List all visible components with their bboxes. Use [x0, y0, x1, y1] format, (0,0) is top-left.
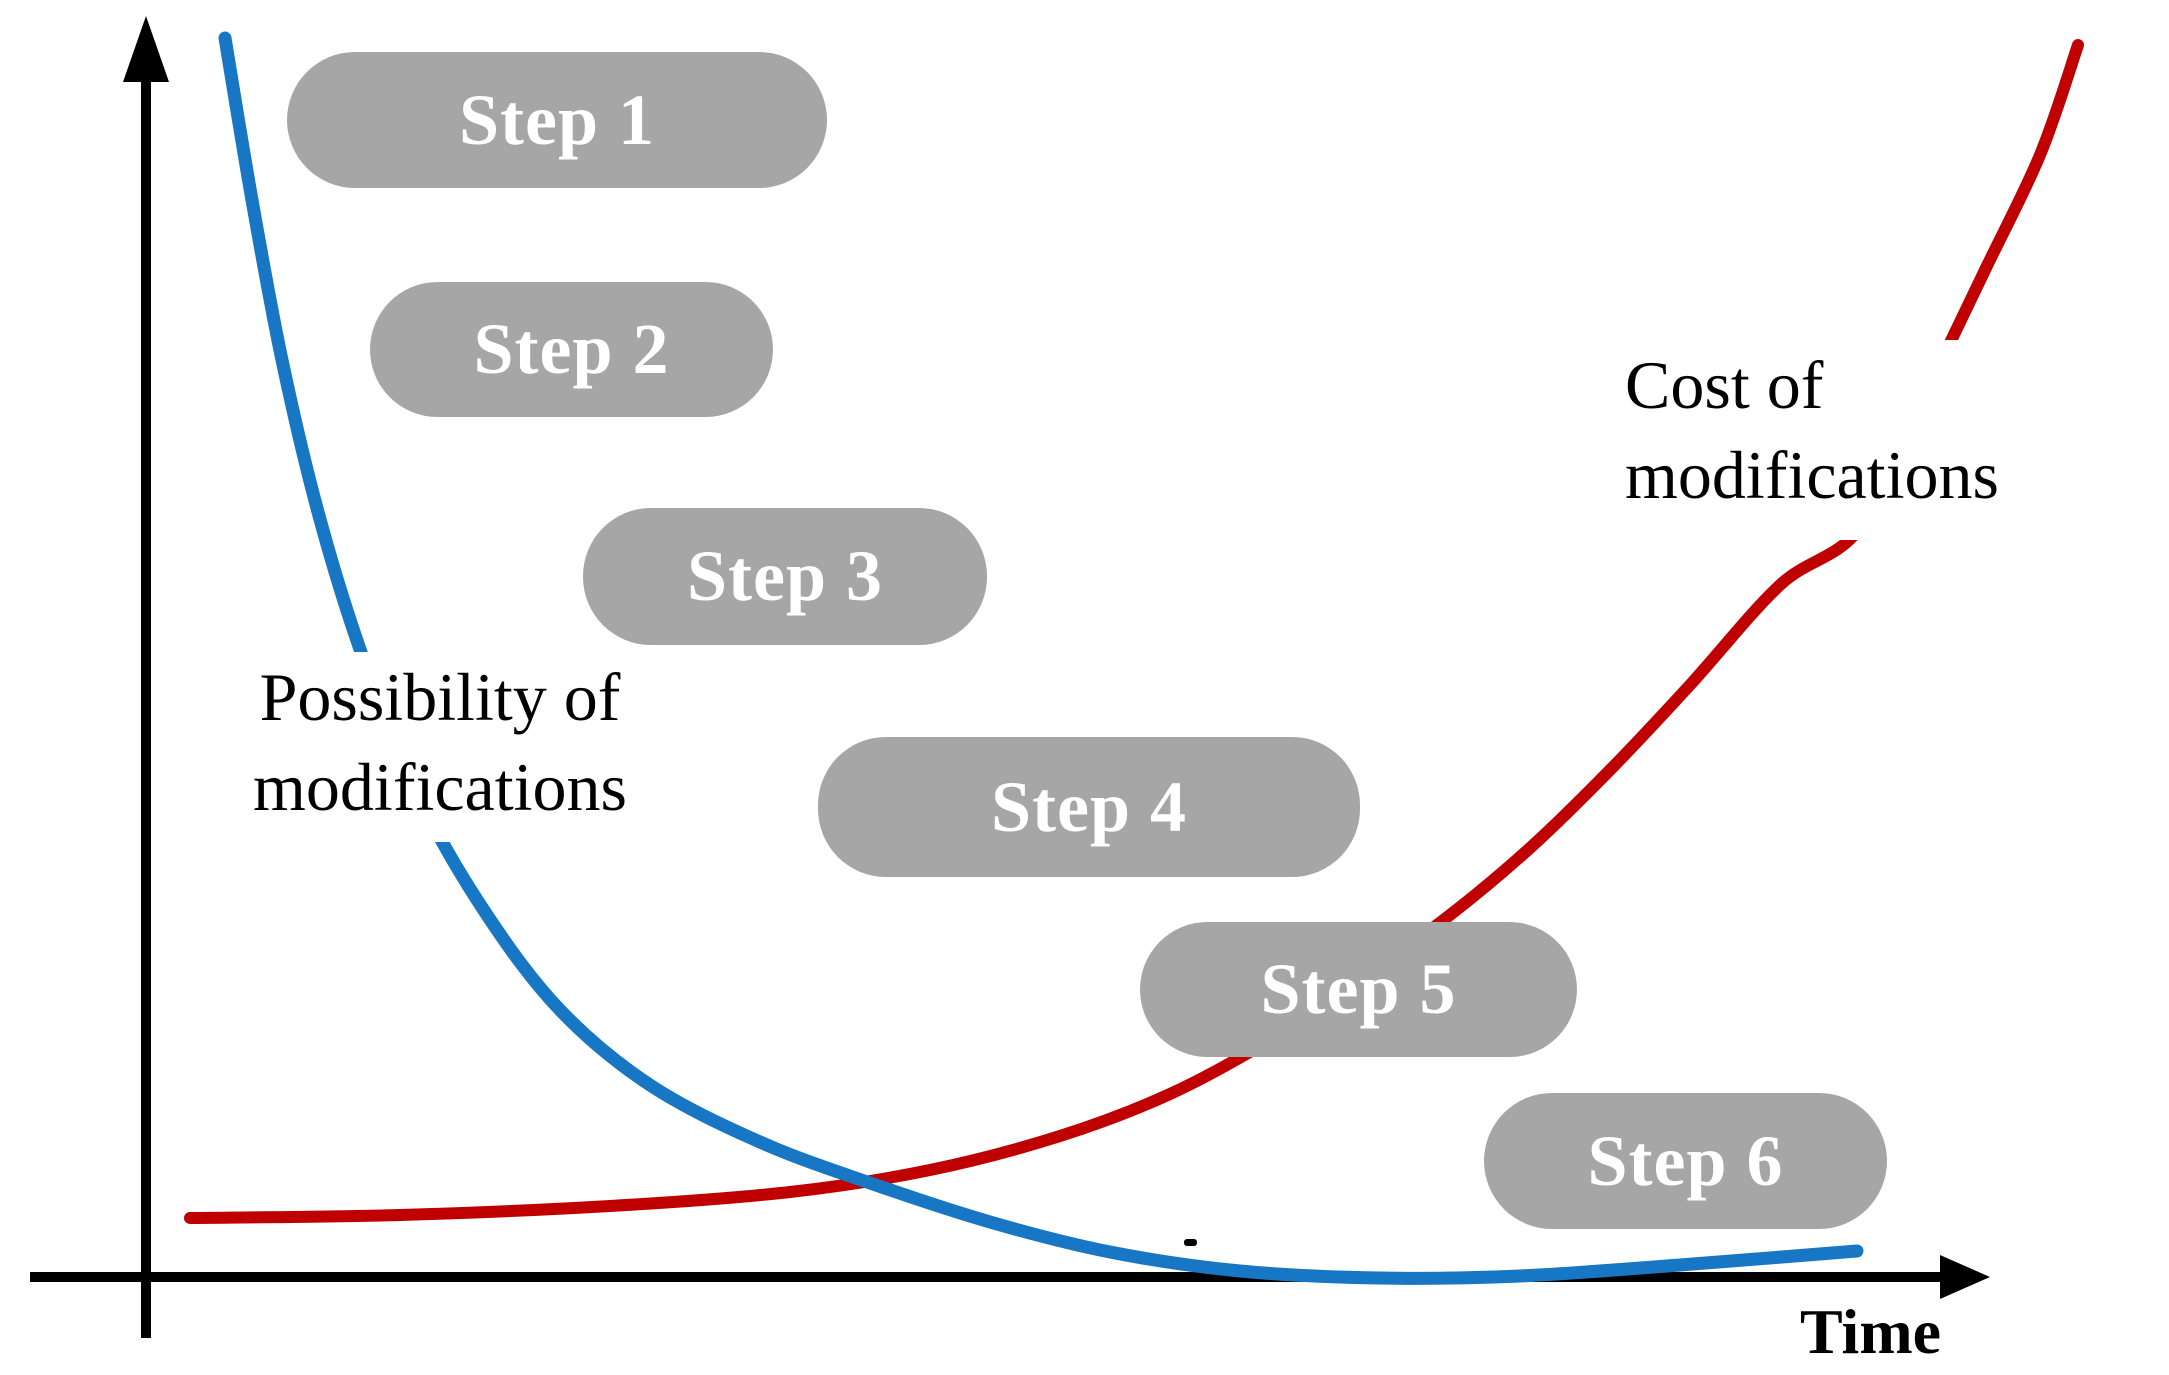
y-axis-arrowhead: [123, 16, 169, 82]
x-axis: [30, 1255, 1990, 1299]
x-axis-arrowhead: [1940, 1255, 1990, 1299]
step-label-6: Step 6: [1587, 1120, 1784, 1201]
stray-mark: [1184, 1239, 1197, 1246]
cost-curve: [184, 39, 2084, 1224]
step-box-2: Step 2: [370, 282, 773, 417]
cost-curve-label: Cost of modifications: [1600, 340, 2037, 540]
step-box-1: Step 1: [287, 52, 827, 188]
possibility-label-line2: modifications: [253, 749, 627, 825]
step-label-1: Step 1: [458, 79, 656, 160]
possibility-curve-label: Possibility of modifications: [210, 652, 670, 842]
x-axis-title: Time: [1800, 1296, 1942, 1367]
step-label-2: Step 2: [473, 309, 670, 389]
cost-label-line2: modifications: [1625, 437, 1999, 513]
possibility-label-line1: Possibility of: [259, 659, 621, 735]
step-label-5: Step 5: [1260, 949, 1457, 1029]
cost-label-line1: Cost of: [1625, 347, 1824, 423]
y-axis: [123, 16, 169, 1338]
step-label-3: Step 3: [686, 536, 884, 616]
step-box-3: Step 3: [583, 508, 987, 645]
step-box-5: Step 5: [1140, 922, 1577, 1057]
possibility-curve: [218, 31, 1864, 1285]
step-box-4: Step 4: [818, 737, 1360, 877]
step-box-6: Step 6: [1484, 1093, 1887, 1229]
step-label-4: Step 4: [990, 766, 1188, 847]
